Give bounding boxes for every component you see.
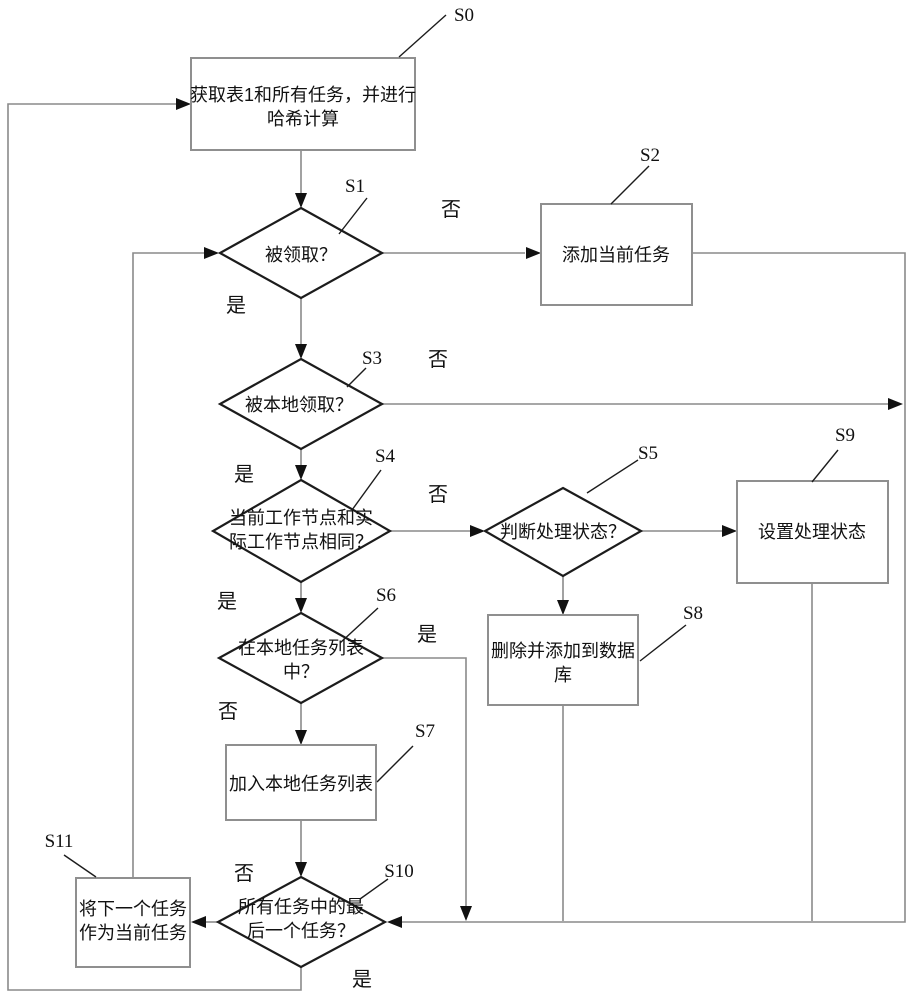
branch-label-s6-yes: 是 [417,624,437,646]
step-label-s2: S2 [640,145,660,166]
step-label-s4: S4 [375,446,396,467]
node-s8-text-line1: 删除并添加到数据 [491,641,635,661]
node-s1: 被领取？ S1 否 是 [217,176,461,317]
node-s6-diamond [216,611,385,705]
node-s1-text-line1: 被领取？ [265,245,337,265]
arrow-into-s2 [526,247,541,259]
branch-label-s3-yes: 是 [234,464,254,486]
node-s10: 所有任务中的最 后一个任务？ S10 否 是 [215,861,414,991]
node-s2-text-line1: 添加当前任务 [562,245,670,265]
node-s8-box [487,614,639,706]
arrow-into-s7-top [295,730,307,745]
branch-label-s10-no: 否 [234,863,254,885]
node-s0-box [190,57,416,151]
node-s4-text-line1: 当前工作节点和实 [229,508,373,528]
node-s8-text-line2: 库 [554,665,572,685]
node-s9-box [736,480,889,584]
node-s4: 当前工作节点和实 际工作节点相同？ S4 否 是 [210,446,448,613]
node-s3-text-line1: 被本地领取？ [245,395,353,415]
branch-label-s4-no: 否 [428,484,448,506]
node-s10-text-line2: 后一个任务？ [247,921,355,941]
edge-s10-yes-to-s0 [7,103,302,991]
step-label-s10: S10 [384,861,414,882]
leader-s8 [639,624,687,662]
node-s9: 设置处理状态 S9 [736,425,889,584]
step-label-s8: S8 [683,603,703,624]
node-s5-diamond [482,486,644,578]
leader-s3 [346,367,367,388]
leader-s5 [586,459,639,494]
node-s10-diamond [215,875,388,969]
step-label-s3: S3 [362,348,382,369]
step-label-s0: S0 [454,5,474,26]
leader-s11 [63,854,97,878]
node-s6-text-line1: 在本地任务列表 [238,638,364,658]
node-s3: 被本地领取？ S3 否 是 [217,348,448,486]
node-s3-diamond [217,357,385,451]
node-s5-text-line1: 判断处理状态？ [500,522,626,542]
node-s0-text-line2: 哈希计算 [267,109,339,129]
step-label-s11: S11 [45,831,74,852]
edge-s2-loop-to-s10 [392,252,906,923]
branch-label-s3-no: 否 [428,349,448,371]
node-s10-text-line1: 所有任务中的最 [238,897,364,917]
leader-s4 [351,469,382,511]
leader-s2 [610,165,650,205]
arrow-into-s6-top [295,598,307,613]
node-s7-text-line1: 加入本地任务列表 [229,774,373,794]
node-s11-box [75,877,191,968]
node-s2: 添加当前任务 S2 [540,145,693,306]
step-label-s1: S1 [345,176,365,197]
node-s8: 删除并添加到数据 库 S8 [487,603,703,706]
node-s9-text-line1: 设置处理状态 [758,522,866,542]
node-s4-text-line2: 际工作节点相同？ [229,532,373,552]
node-s7-box [225,744,377,821]
leader-s6 [339,607,379,644]
arrow-into-s10-right [387,916,402,928]
arrow-into-s1-left [204,247,219,259]
node-s11: 将下一个任务 作为当前任务 S11 [45,831,191,968]
leader-s7 [376,745,414,783]
node-s6: 在本地任务列表 中？ S6 是 否 [216,585,437,723]
edge-s6-yes-to-loop [382,657,467,907]
branch-label-s1-yes: 是 [226,295,246,317]
step-label-s6: S6 [376,585,396,606]
node-s7: 加入本地任务列表 S7 [225,721,435,821]
step-label-s9: S9 [835,425,855,446]
node-s2-box [540,203,693,306]
node-s4-diamond [210,478,393,584]
branch-label-s10-yes: 是 [352,969,372,991]
node-s11-text-line1: 将下一个任务 [79,899,187,919]
step-label-s5: S5 [638,443,658,464]
node-s6-text-line2: 中？ [283,662,319,682]
branch-label-s1-no: 否 [441,199,461,221]
arrow-into-s4-top [295,465,307,480]
edge-s11-to-s1 [132,252,205,878]
arrow-into-s0 [176,98,191,110]
arrow-into-s3-top [295,344,307,359]
leader-s0 [398,14,447,58]
arrow-into-s1-top [295,193,307,208]
arrow-into-s8-top [557,600,569,615]
arrow-into-s11 [191,916,206,928]
step-label-s7: S7 [415,721,435,742]
arrow-into-s5 [470,525,485,537]
node-s5: 判断处理状态？ S5 [482,443,658,578]
branch-label-s4-yes: 是 [217,591,237,613]
arrow-s6-yes-into-loop [460,906,472,921]
branch-label-s6-no: 否 [218,701,238,723]
leader-s1 [338,197,368,235]
node-s0: 获取表1和所有任务，并进行 哈希计算 S0 [190,5,474,151]
arrow-into-s9 [722,525,737,537]
arrow-s3-no-into-loop [888,398,903,410]
node-s0-text-line1: 获取表1和所有任务，并进行 [190,85,416,105]
node-s11-text-line2: 作为当前任务 [79,923,187,943]
arrow-into-s10-top [295,862,307,877]
leader-s9 [811,449,839,483]
leader-s10 [359,878,389,900]
